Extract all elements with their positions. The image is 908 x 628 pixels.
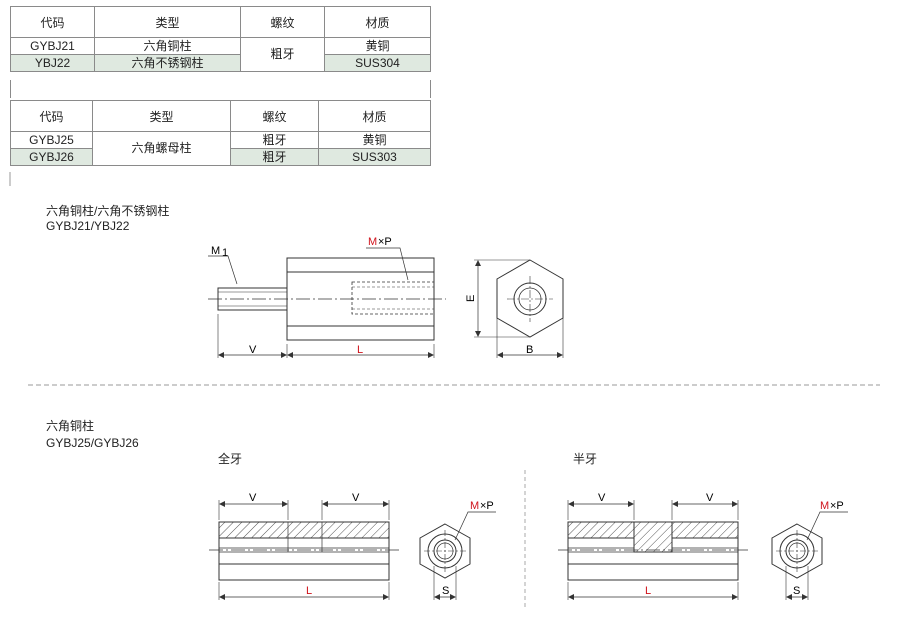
header-material: 材质 bbox=[318, 100, 431, 132]
standoff-side-view bbox=[208, 247, 446, 358]
section1-codes: GYBJ21/YBJ22 bbox=[46, 219, 130, 233]
half-thread-m: M bbox=[820, 500, 829, 512]
half-thread-label: 半牙 bbox=[573, 452, 598, 466]
dim-l-label: L bbox=[357, 344, 363, 356]
dim-e-label: E bbox=[465, 295, 477, 302]
dim-m1-label: M bbox=[211, 245, 220, 257]
half-thread-p: ×P bbox=[830, 500, 844, 512]
half-dim-s-label: S bbox=[793, 585, 800, 597]
cell-type: 六角螺母柱 bbox=[92, 131, 231, 166]
full-thread-end-view bbox=[419, 511, 496, 600]
full-thread-p: ×P bbox=[480, 500, 494, 512]
header-thread: 螺纹 bbox=[230, 100, 319, 132]
header-code: 代码 bbox=[10, 100, 93, 132]
standoff-end-view bbox=[474, 259, 564, 358]
cell-thread: 粗牙 bbox=[230, 148, 319, 166]
header-code: 代码 bbox=[10, 6, 95, 38]
full-dim-l-label: L bbox=[306, 585, 312, 597]
full-thread-side-view bbox=[209, 500, 399, 600]
table-spacer bbox=[10, 80, 431, 98]
header-material: 材质 bbox=[324, 6, 431, 38]
cell-type: 六角铜柱 bbox=[94, 37, 241, 55]
spec-table-1: 代码 类型 螺纹 材质 GYBJ21 六角铜柱 粗牙 黄铜 YBJ22 六角不锈… bbox=[10, 6, 431, 72]
half-dim-v1-label: V bbox=[598, 492, 606, 504]
cell-thread: 粗牙 bbox=[240, 37, 325, 72]
table-row: GYBJ21 六角铜柱 粗牙 黄铜 bbox=[10, 37, 431, 72]
dim-m1-subscript: 1 bbox=[222, 247, 228, 259]
cell-code: GYBJ21 bbox=[10, 37, 95, 55]
full-dim-v2-label: V bbox=[352, 492, 360, 504]
half-thread-side-view bbox=[558, 500, 748, 600]
half-dim-v2-label: V bbox=[706, 492, 714, 504]
section1-title: 六角铜柱/六角不锈钢柱 bbox=[46, 204, 170, 218]
section2-title: 六角铜柱 bbox=[46, 419, 95, 433]
table-row: GYBJ26 粗牙 SUS303 bbox=[10, 148, 431, 166]
table-row: YBJ22 六角不锈钢柱 SUS304 bbox=[10, 54, 431, 72]
full-dim-v1-label: V bbox=[249, 492, 257, 504]
header-type: 类型 bbox=[92, 100, 231, 132]
full-dim-s-label: S bbox=[442, 585, 449, 597]
section2-codes: GYBJ25/GYBJ26 bbox=[46, 436, 139, 450]
cell-code: GYBJ26 bbox=[10, 148, 93, 166]
table-header-row: 代码 类型 螺纹 材质 bbox=[10, 100, 431, 132]
dim-v-label: V bbox=[249, 344, 257, 356]
dim-thread-m: M bbox=[368, 236, 377, 248]
cell-type: 六角不锈钢柱 bbox=[94, 54, 241, 72]
cell-material: SUS303 bbox=[318, 148, 431, 166]
dim-b-label: B bbox=[526, 344, 533, 356]
spec-table-2: 代码 类型 螺纹 材质 GYBJ25 六角螺母柱 粗牙 黄铜 GYBJ26 粗牙… bbox=[10, 100, 431, 166]
cell-code: YBJ22 bbox=[10, 54, 95, 72]
half-dim-l-label: L bbox=[645, 585, 651, 597]
half-thread-end-view bbox=[771, 511, 848, 600]
full-thread-m: M bbox=[470, 500, 479, 512]
full-thread-label: 全牙 bbox=[218, 452, 243, 466]
table-header-row: 代码 类型 螺纹 材质 bbox=[10, 6, 431, 38]
cell-material: SUS304 bbox=[324, 54, 431, 72]
dim-thread-p: ×P bbox=[378, 236, 392, 248]
